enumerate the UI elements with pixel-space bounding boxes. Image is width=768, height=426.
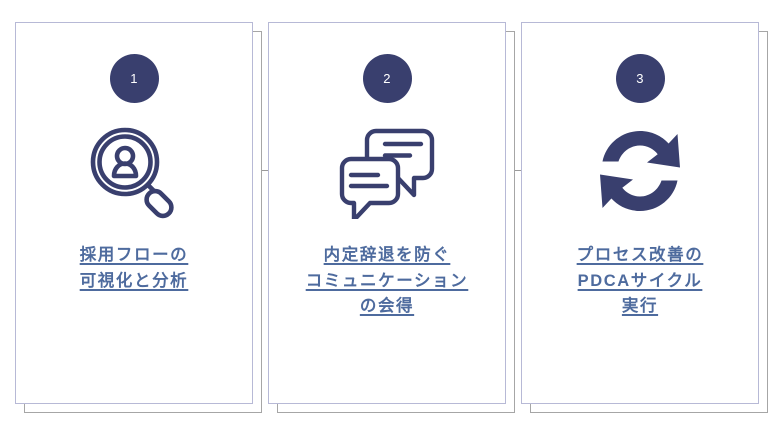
caption-line: プロセス改善の — [576, 246, 704, 264]
caption-line: 採用フローの — [79, 246, 189, 264]
refresh-cycle-icon — [586, 119, 694, 223]
caption-line: 可視化と分析 — [79, 271, 189, 290]
process-card-1[interactable]: 1 採用フローの 可視化と分析 — [15, 22, 262, 413]
step-number-badge: 3 — [615, 54, 665, 103]
caption-line: 実行 — [621, 297, 659, 316]
caption-line: コミュニケーション — [305, 271, 469, 290]
speech-bubbles-icon — [333, 119, 441, 223]
card-surface: 2 内定辞退を防ぐ コミュニケーション の会得 — [268, 22, 506, 404]
step-number-label: 3 — [636, 71, 644, 86]
step-number-badge: 1 — [109, 54, 159, 103]
magnifier-person-icon — [80, 119, 188, 223]
card-surface: 1 採用フローの 可視化と分析 — [15, 22, 253, 404]
card-caption: プロセス改善の PDCAサイクル 実行 — [521, 243, 759, 320]
process-card-2[interactable]: 2 内定辞退を防ぐ コミュニケーション の会得 — [268, 22, 515, 413]
step-number-badge: 2 — [362, 54, 412, 103]
card-surface: 3 プロセス改善の PDCAサイクル 実行 — [521, 22, 759, 404]
card-caption: 内定辞退を防ぐ コミュニケーション の会得 — [268, 243, 506, 320]
caption-line: PDCAサイクル — [577, 271, 703, 290]
card-caption: 採用フローの 可視化と分析 — [15, 243, 253, 294]
step-number-label: 2 — [383, 71, 391, 86]
caption-line: の会得 — [359, 297, 415, 316]
caption-line: 内定辞退を防ぐ — [323, 246, 451, 264]
step-number-label: 1 — [130, 71, 138, 86]
process-card-3[interactable]: 3 プロセス改善の PDCAサイクル 実行 — [521, 22, 768, 413]
